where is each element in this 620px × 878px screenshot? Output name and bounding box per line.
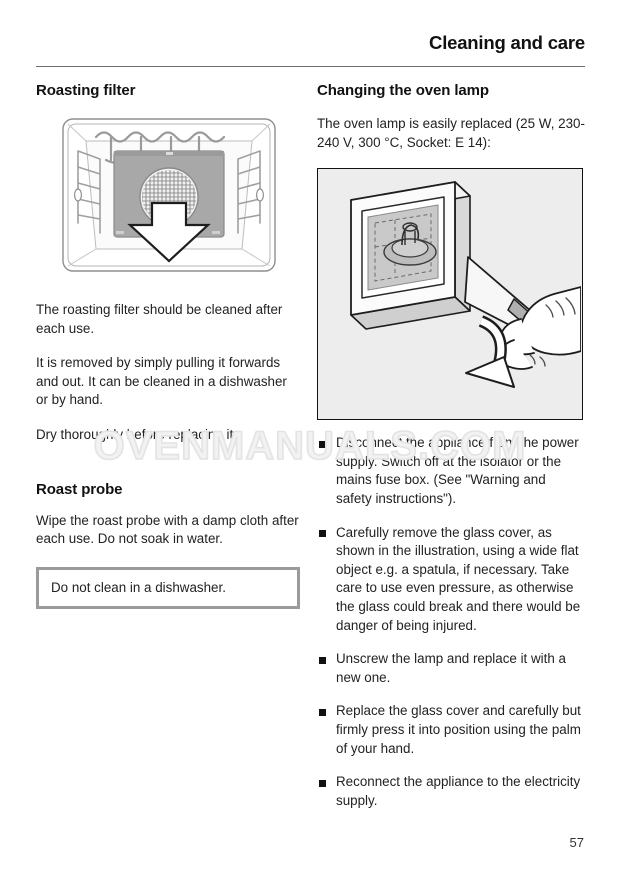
square-bullet-icon: [319, 530, 326, 538]
square-bullet-icon: [319, 656, 326, 664]
header-divider: [36, 66, 585, 68]
list-item: Replace the glass cover and carefully bu…: [317, 702, 585, 758]
list-item-text: Carefully remove the glass cover, as sho…: [336, 524, 581, 633]
section-title-roast-probe: Roast probe: [36, 480, 123, 498]
roasting-filter-paragraph-2: It is removed by simply pulling it forwa…: [36, 355, 287, 408]
square-bullet-icon: [319, 779, 326, 787]
list-item: Carefully remove the glass cover, as sho…: [317, 524, 585, 636]
list-item-text: Replace the glass cover and carefully bu…: [336, 703, 581, 756]
page-header: Cleaning and care: [36, 32, 585, 54]
list-item: Reconnect the appliance to the electrici…: [317, 773, 585, 810]
roasting-filter-paragraph-3: Dry thoroughly before replacing it.: [36, 426, 237, 442]
section-title-changing-oven-lamp: Changing the oven lamp: [317, 82, 489, 99]
square-bullet-icon: [319, 440, 326, 448]
lamp-cover-diagram: [318, 169, 582, 419]
list-item-text: Reconnect the appliance to the electrici…: [336, 774, 581, 808]
list-item-text: Disconnect the appliance from the power …: [336, 435, 579, 506]
notice-box-dishwasher: Do not clean in a dishwasher.: [36, 566, 300, 609]
section-title-roasting-filter: Roasting filter: [36, 82, 136, 99]
square-bullet-icon: [319, 708, 326, 716]
left-column: Roasting filter: [36, 82, 302, 609]
page-number: 57: [569, 835, 584, 850]
oven-lamp-steps-list: Disconnect the appliance from the power …: [317, 434, 585, 810]
list-item: Disconnect the appliance from the power …: [317, 434, 585, 508]
right-column: Changing the oven lamp The oven lamp is …: [317, 82, 585, 810]
roast-probe-paragraph: Wipe the roast probe with a damp cloth a…: [36, 512, 299, 547]
notice-text: Do not clean in a dishwasher.: [51, 579, 226, 595]
roasting-filter-paragraph-1: The roasting filter should be cleaned af…: [36, 302, 283, 336]
list-item: Unscrew the lamp and replace it with a n…: [317, 650, 585, 687]
oven-interior-diagram: [62, 118, 276, 272]
oven-lamp-intro-paragraph: The oven lamp is easily replaced (25 W, …: [317, 116, 585, 150]
oven-illustration-wrapper: [36, 115, 302, 281]
page-title: Cleaning and care: [429, 32, 585, 53]
lamp-cover-illustration: [317, 168, 583, 421]
list-item-text: Unscrew the lamp and replace it with a n…: [336, 651, 566, 685]
